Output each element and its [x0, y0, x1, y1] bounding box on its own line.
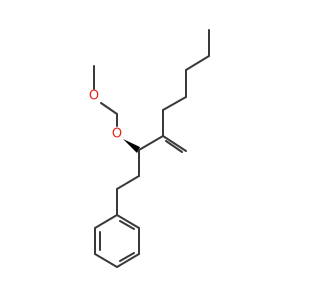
double-bond-line-one [162, 135, 187, 152]
benzene-inner-double-bond-three [119, 220, 135, 230]
benzene-inner-double-bond-two [119, 252, 135, 262]
benzene-bond-bottom-right [116, 253, 140, 268]
benzene-bond-top-left [94, 214, 118, 229]
bond-stereocenter-to-alkene-carbon [138, 135, 164, 151]
benzene-bond-bottom-left [94, 253, 118, 268]
molecule-diagram: O O [89, 29, 210, 268]
wedge-bond-ether-oxygen-to-stereocenter [123, 139, 140, 153]
linker-segment-one [116, 175, 140, 190]
ether-oxygen-label: O [112, 127, 122, 142]
methoxy-oxygen-label: O [89, 89, 99, 104]
benzene-bond-top-right [116, 214, 140, 229]
pentyl-chain-segment-one [162, 96, 187, 111]
bond-methoxy-oxygen-to-methylene [100, 102, 118, 115]
double-bond-line-two [165, 140, 183, 153]
pentyl-chain-segment-three [185, 55, 210, 71]
structure-canvas: O O [88, 29, 210, 268]
